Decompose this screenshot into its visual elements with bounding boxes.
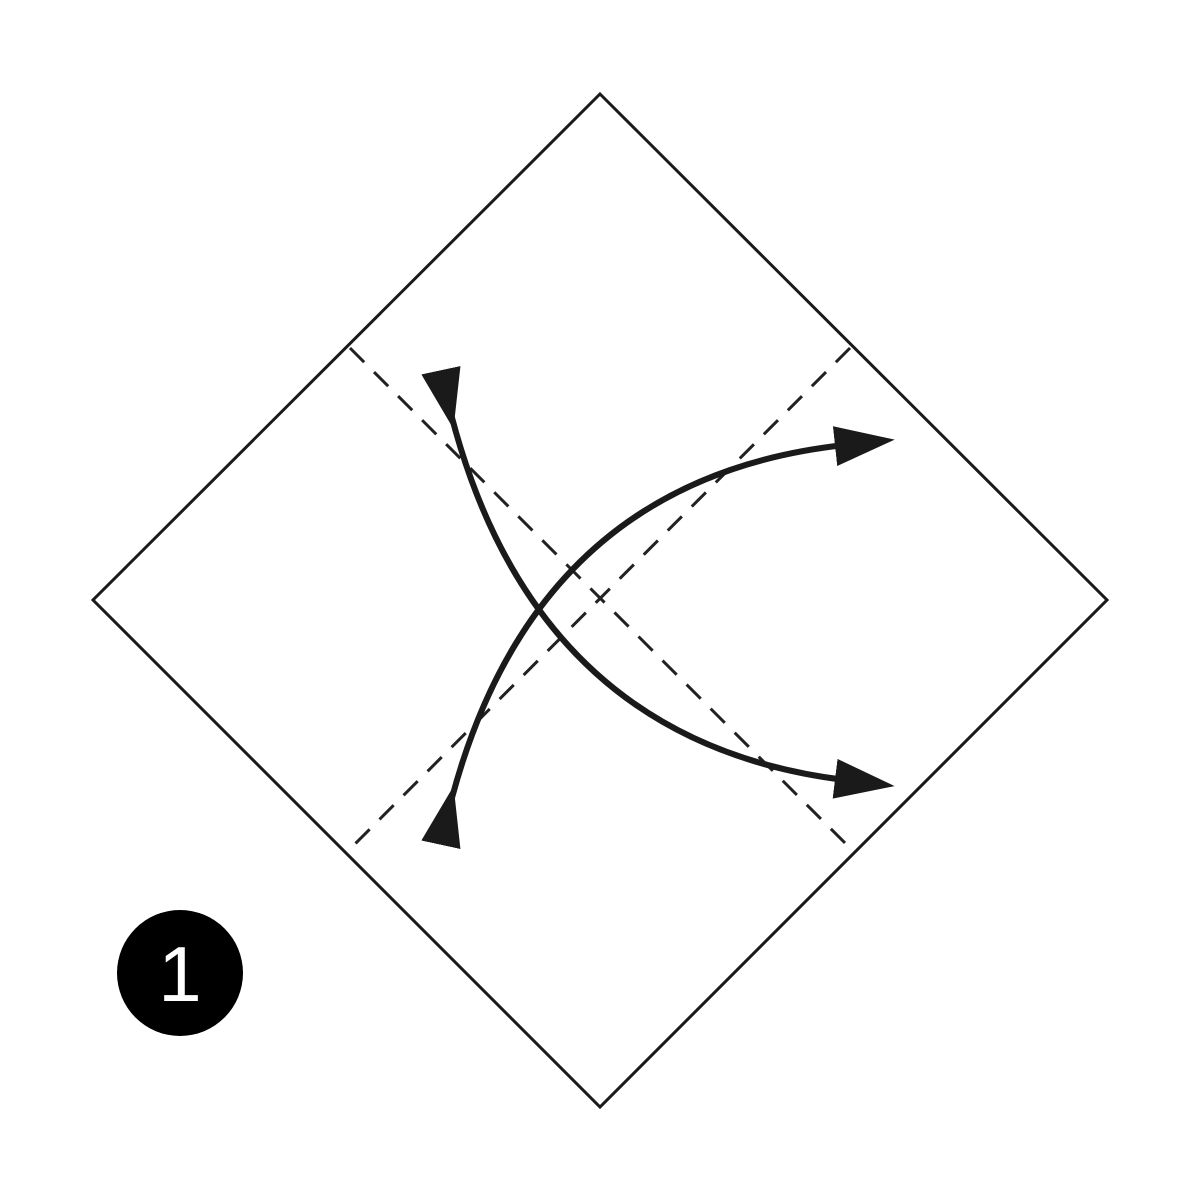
step-number-label: 1 xyxy=(158,930,201,1018)
fold-unfold-arrow-right-curve xyxy=(421,426,895,850)
step-badge-circle xyxy=(117,910,243,1036)
step-number-badge: 1 xyxy=(117,910,243,1036)
